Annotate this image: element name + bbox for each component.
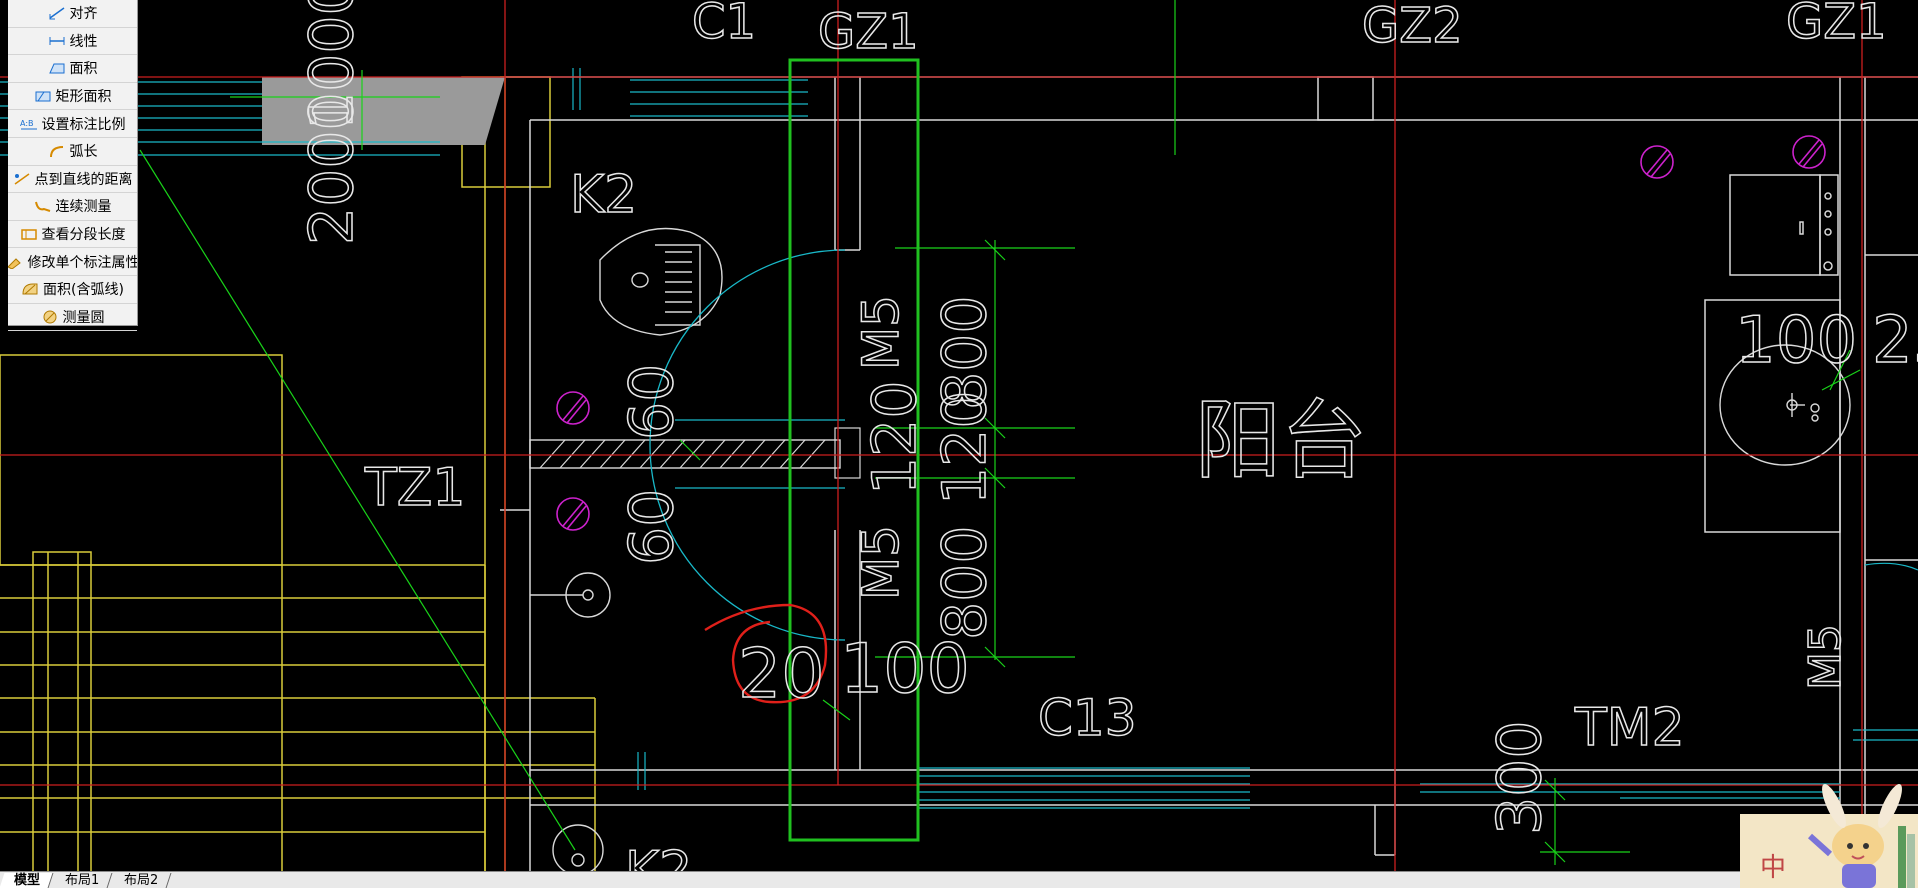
measure-tool-edit-dimension[interactable]: 修改单个标注属性: [8, 248, 137, 276]
label-m5-lower: M5: [852, 525, 910, 600]
ime-mascot-badge[interactable]: 中: [1740, 776, 1918, 888]
measure-tool-measure-circle[interactable]: 测量圆: [8, 304, 137, 332]
measure-tool-point-line-distance[interactable]: 点到直线的距离: [8, 166, 137, 194]
label-c13: C13: [1038, 689, 1137, 747]
measure-tool-linear-dimension[interactable]: 线性: [8, 28, 137, 56]
measure-tool-label: 面积: [69, 61, 98, 78]
cad-labels: C1 GZ1 GZ2 GZ1 K2 K2 TZ1 C13 TM2 阳台 M5 M…: [363, 0, 1887, 888]
dimension-texts: 2000 1000 60 60 120 800 120 800 20 100 3…: [296, 0, 1918, 836]
svg-text:A:B: A:B: [20, 119, 34, 128]
measure-tool-arc-length[interactable]: 弧长: [8, 138, 137, 166]
measure-tool-area[interactable]: 面积: [8, 55, 137, 83]
label-c1: C1: [692, 0, 756, 50]
dim-120-mid: 120: [930, 390, 1000, 505]
measure-tool-label: 面积(含弧线): [43, 282, 124, 299]
measure-circle-icon: [43, 310, 56, 324]
edit-dimension-icon: [8, 257, 21, 269]
ime-mode-glyph: 中: [1760, 853, 1786, 883]
label-m5-right: M5: [1800, 624, 1851, 690]
wash-basin: [1719, 344, 1851, 466]
rect-area-icon: [35, 91, 50, 102]
measure-tool-label: 修改单个标注属性: [27, 254, 138, 271]
dim-60-bottom: 60: [617, 489, 687, 565]
hatched-wall: [529, 419, 861, 489]
walls: [500, 76, 1918, 872]
arc-length-icon: [49, 146, 63, 158]
measure-tool-label: 连续测量: [55, 199, 112, 216]
red-annotation-circle: [704, 603, 828, 704]
dim-100-right: 100: [1735, 304, 1857, 378]
measure-tool-scale-ratio[interactable]: A:B 设置标注比例: [8, 110, 137, 138]
dim-100: 100: [840, 630, 970, 709]
measure-tool-label: 线性: [69, 33, 98, 50]
squat-toilet-fixture: [599, 227, 723, 336]
label-tm2: TM2: [1574, 698, 1685, 758]
arc-area-icon: [22, 283, 38, 295]
dim-60-top: 60: [617, 364, 687, 440]
hatched-columns: [556, 135, 1826, 531]
measure-tool-label: 测量圆: [62, 309, 105, 326]
dim-300: 300: [1485, 720, 1555, 835]
measure-tool-panel: 对齐线性面积矩形面积 A:B 设置标注比例弧长点到直线的距离连续测量查看分段长度修改…: [8, 0, 138, 332]
slab-hatch: [262, 77, 505, 145]
measure-tool-continuous-measure[interactable]: 连续测量: [8, 193, 137, 221]
continuous-measure-icon: [34, 202, 50, 213]
area-icon: [48, 63, 64, 74]
dim-120-door: 120: [860, 380, 930, 495]
label-k2: K2: [570, 165, 637, 225]
dim-800-bottom: 800: [930, 525, 1000, 640]
tab-layout-1[interactable]: 布局1: [50, 873, 113, 888]
measure-tool-arc-area[interactable]: 面积(含弧线): [8, 276, 137, 304]
label-gz1-right: GZ1: [1786, 0, 1887, 50]
dim-25: 25: [1872, 304, 1918, 378]
selection-highlight-box[interactable]: [788, 58, 920, 842]
point-line-distance-icon: [14, 173, 29, 185]
measure-tool-label: 设置标注比例: [41, 116, 126, 133]
label-gz2: GZ2: [1362, 0, 1463, 54]
measure-tool-label: 弧长: [69, 144, 98, 161]
dim-800-top: 800: [930, 295, 1000, 410]
measure-tool-label: 对齐: [69, 6, 98, 23]
measure-tool-label: 矩形面积: [55, 89, 112, 106]
label-gz1-left: GZ1: [818, 4, 919, 60]
dim-2000: 2000: [297, 92, 367, 245]
measure-tool-label: 查看分段长度: [41, 227, 126, 244]
label-room-balcony: 阳台: [1195, 391, 1367, 491]
floor-drain: [530, 572, 611, 876]
dimension-lines: [139, 0, 1861, 865]
measure-tool-align-dimension[interactable]: 对齐: [8, 0, 137, 28]
label-tz1: TZ1: [364, 458, 465, 518]
align-dimension-icon: [49, 7, 64, 20]
measure-tool-label: 点到直线的距离: [34, 171, 133, 188]
door-swing-arc: [649, 249, 846, 641]
mascot-icon: [1807, 784, 1915, 888]
measure-tool-rect-area[interactable]: 矩形面积: [8, 83, 137, 111]
tab-model[interactable]: 模型: [0, 873, 54, 888]
measure-tool-segment-length[interactable]: 查看分段长度: [8, 221, 137, 249]
linear-dimension-icon: [49, 36, 64, 45]
label-m5-upper: M5: [852, 295, 910, 370]
dim-1000: 1000: [297, 0, 367, 130]
dim-20: 20: [738, 635, 825, 714]
segment-length-icon: [20, 229, 37, 240]
layout-tab-bar: 模型 布局1 布局2: [0, 871, 1918, 888]
tab-layout-2[interactable]: 布局2: [109, 873, 173, 888]
scale-ratio-icon: A:B: [20, 119, 37, 130]
bottom-windows: [637, 562, 1918, 809]
